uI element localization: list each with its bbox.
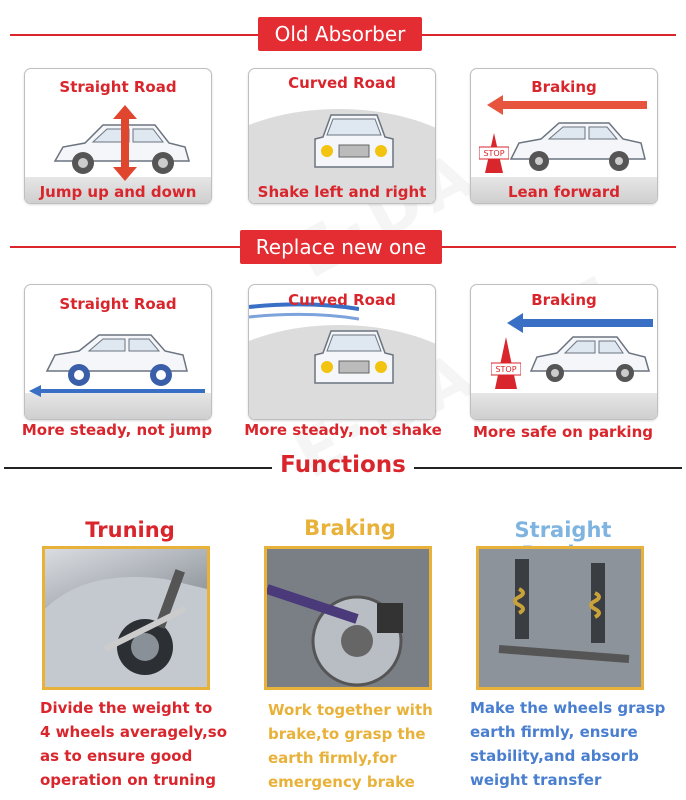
brake-disc-icon <box>267 549 429 687</box>
strut-assembly-icon <box>479 549 641 687</box>
panel-caption: Lean forward <box>507 183 621 201</box>
up-down-arrow-icon <box>113 105 137 181</box>
road <box>471 393 657 419</box>
desc-line: brake,to grasp the <box>268 725 426 743</box>
function-image-straight <box>476 546 644 690</box>
function-desc: Divide the weight to 4 wheels averagely,… <box>40 696 240 792</box>
car-front-icon <box>314 330 394 384</box>
panel-caption: Shake left and right <box>257 183 427 201</box>
desc-line: as to ensure good <box>40 747 193 765</box>
sedan-car-icon <box>529 336 650 382</box>
desc-line: weight transfer <box>470 771 602 789</box>
panel-title: Curved Road <box>288 74 396 92</box>
motion-lines-icon <box>249 302 359 321</box>
old-panel-braking: STOP Braking Lean forward <box>470 68 658 204</box>
function-desc: Work together with brake,to grasp the ea… <box>268 698 468 794</box>
desc-line: Make the wheels grasp <box>470 699 666 717</box>
desc-line: stability,and absorb <box>470 747 639 765</box>
road <box>25 177 211 203</box>
panel-caption: More safe on parking <box>473 423 653 441</box>
left-arrow-icon <box>487 95 647 115</box>
section-banner-old: Old Absorber <box>258 17 422 51</box>
steady-arrow-icon <box>29 385 205 397</box>
desc-line: Divide the weight to <box>40 699 213 717</box>
panel-caption: More steady, not shake <box>244 421 442 439</box>
desc-line: 4 wheels averagely,so <box>40 723 228 741</box>
stop-sign-icon: STOP <box>479 133 509 173</box>
panel-title: Braking <box>531 291 597 309</box>
sedan-car-icon <box>45 334 188 386</box>
stop-sign-text: STOP <box>495 365 516 374</box>
panel-title: Curved Road <box>288 291 396 309</box>
new-panel-curved: Curved Road <box>248 284 436 420</box>
sedan-car-icon <box>509 122 646 171</box>
function-title: Truning <box>85 518 175 542</box>
function-image-turning <box>42 546 210 690</box>
panel-title: Straight Road <box>59 295 177 313</box>
desc-line: earth firmly, ensure <box>470 723 638 741</box>
car-front-icon <box>314 114 394 168</box>
desc-line: Work together with <box>268 701 433 719</box>
panel-title: Braking <box>531 78 597 96</box>
stop-sign-icon: STOP <box>491 337 521 389</box>
function-desc: Make the wheels grasp earth firmly, ensu… <box>470 696 680 792</box>
road <box>25 393 211 419</box>
section-banner-new: Replace new one <box>240 230 442 264</box>
panel-title: Straight Road <box>59 78 177 96</box>
desc-line: operation on truning <box>40 771 216 789</box>
section-title-functions: Functions <box>280 452 406 478</box>
new-panel-braking: STOP Braking <box>470 284 658 420</box>
panel-caption: More steady, not jump <box>21 421 213 439</box>
desc-line: earth firmly,for <box>268 749 397 767</box>
panel-caption: Jump up and down <box>39 183 197 201</box>
function-image-braking <box>264 546 432 690</box>
divider-line-left <box>4 467 272 469</box>
divider-line-right <box>414 467 682 469</box>
car-suspension-turning-icon <box>45 569 207 687</box>
old-panel-straight: Straight Road Jump up and down <box>24 68 212 204</box>
road <box>471 177 657 203</box>
desc-line: emergency brake <box>268 773 415 791</box>
old-panel-curved: Curved Road Shake left and right <box>248 68 436 204</box>
left-arrow-icon <box>507 313 653 333</box>
function-title: Braking <box>304 516 396 540</box>
stop-sign-text: STOP <box>483 149 504 158</box>
new-panel-straight: Straight Road <box>24 284 212 420</box>
